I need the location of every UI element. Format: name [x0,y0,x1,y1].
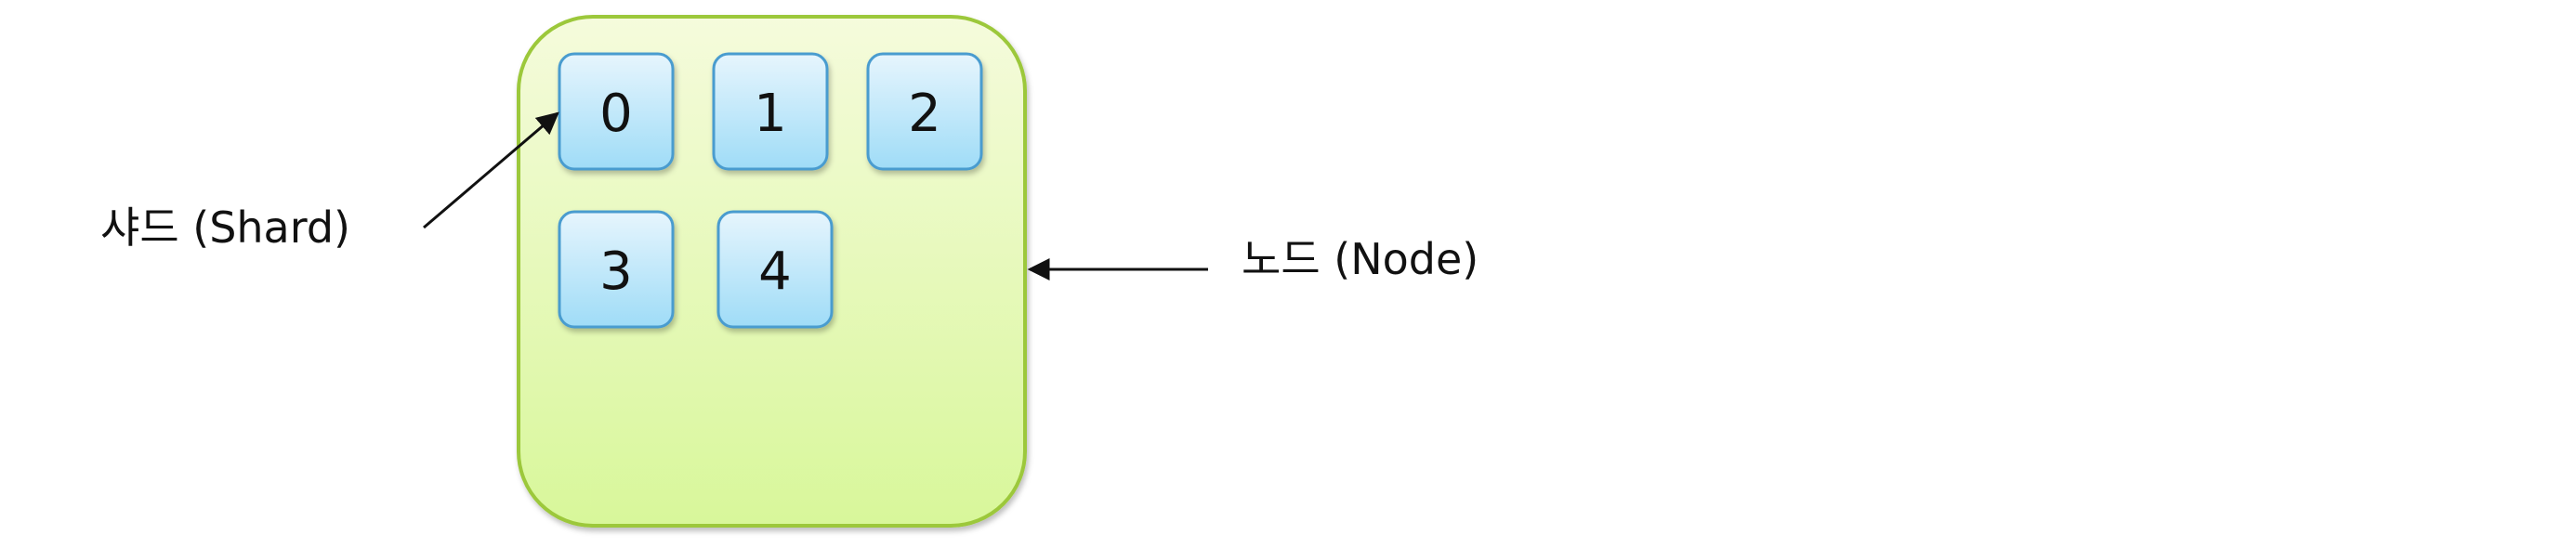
node-label: 노드 (Node) [1242,234,1479,284]
shard-3: 3 [558,210,675,329]
shard-4-label: 4 [758,241,792,302]
shard-0-label: 0 [599,84,633,144]
shard-3-label: 3 [599,241,633,302]
shard-1: 1 [712,52,829,171]
shard-2-label: 2 [908,84,941,144]
shard-label: 샤드 (Shard) [100,202,350,253]
shard-4: 4 [716,210,834,329]
shard-0: 0 [558,52,675,171]
shard-1-label: 1 [754,84,787,144]
shard-arrow [423,111,559,229]
shard-2: 2 [866,52,983,171]
